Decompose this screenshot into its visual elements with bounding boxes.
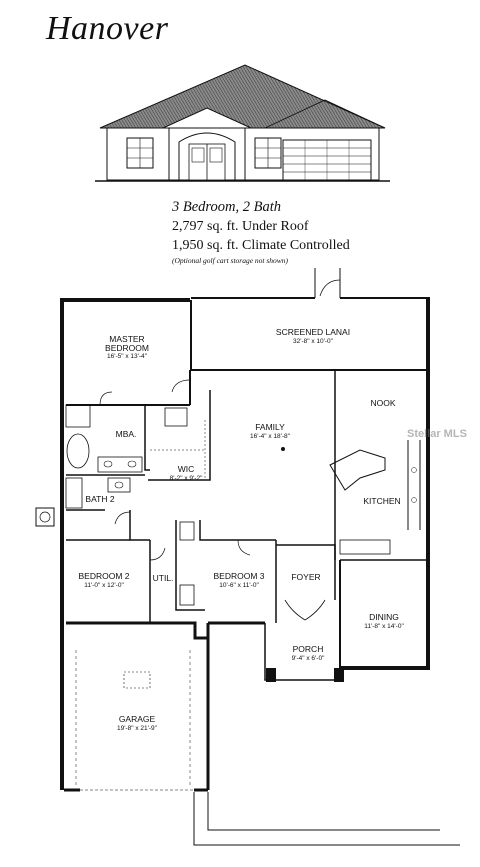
plan-title: Hanover [46, 10, 169, 47]
master-label-2: BEDROOM [105, 343, 149, 353]
util-label: UTIL. [153, 573, 174, 583]
bedroom3-label: BEDROOM 3 [213, 571, 264, 581]
under-roof-text: 2,797 sq. ft. Under Roof [172, 219, 309, 234]
master-dim: 16'-5" x 13'-4" [107, 353, 148, 360]
note-text: (Optional golf cart storage not shown) [172, 256, 289, 265]
lanai-dim: 32'-8" x 10'-0" [293, 338, 334, 345]
family-dim: 16'-4" x 18'-8" [250, 433, 291, 440]
bedroom2-dim: 11'-0" x 12'-0" [84, 582, 124, 589]
master-label-1: MASTER [109, 334, 144, 344]
dining-label: DINING [369, 612, 399, 622]
wic-label: WIC [178, 464, 195, 474]
dining-dim: 11'-8" x 14'-0" [364, 623, 404, 630]
bedroom2-label: BEDROOM 2 [78, 571, 129, 581]
lanai-label: SCREENED LANAI [276, 327, 350, 337]
mba-label: MBA. [116, 429, 137, 439]
foyer-label: FOYER [291, 572, 320, 582]
wic-dim: 8'-2" x 9'-2" [170, 475, 203, 482]
family-label: FAMILY [255, 422, 285, 432]
house-elevation-drawing [95, 64, 390, 182]
porch-dim: 9'-4" x 6'-0" [292, 655, 325, 662]
kitchen-label: KITCHEN [363, 496, 400, 506]
garage-dim: 19'-8" x 21'-9" [117, 725, 158, 732]
garage-label: GARAGE [119, 714, 156, 724]
porch-label: PORCH [293, 644, 324, 654]
mls-watermark: Stellar MLS [407, 428, 467, 440]
bedbath-text: 3 Bedroom, 2 Bath [172, 199, 282, 215]
bath2-label: BATH 2 [85, 494, 114, 504]
climate-text: 1,950 sq. ft. Climate Controlled [172, 238, 350, 253]
nook-label: NOOK [370, 398, 395, 408]
bedroom3-dim: 10'-6" x 11'-0" [219, 582, 259, 589]
plan-specs: 3 Bedroom, 2 Bath 2,797 sq. ft. Under Ro… [172, 198, 350, 267]
